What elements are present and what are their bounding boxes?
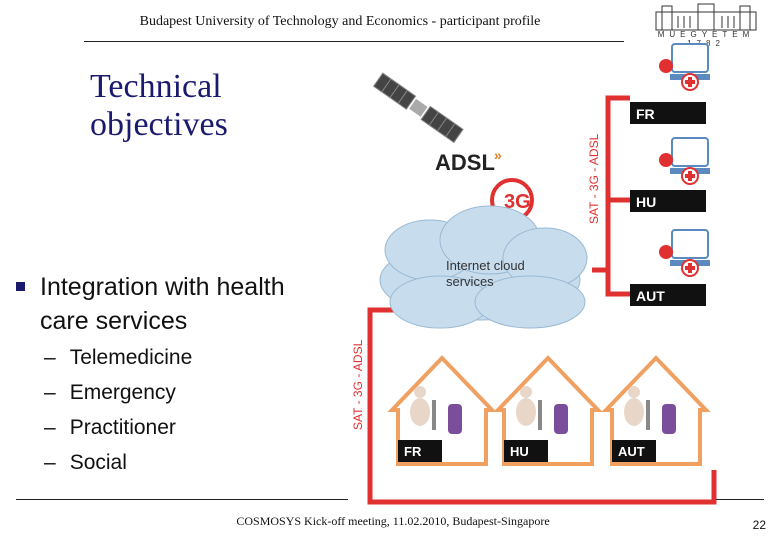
house-label-fr: FR	[404, 444, 422, 459]
sub-bullet-item: Emergency	[44, 375, 192, 410]
hospital-terminal	[659, 43, 710, 91]
house-label-hu: HU	[510, 444, 529, 459]
home-house-fr: FR	[387, 355, 497, 466]
country-label-bg	[630, 284, 706, 306]
sub-bullet-list: Telemedicine Emergency Practitioner Soci…	[44, 340, 193, 480]
home-house-hu: HU	[493, 355, 603, 466]
sub-bullet-item: Social	[44, 445, 192, 480]
hospital-terminal	[659, 137, 710, 185]
header-title: Budapest University of Technology and Ec…	[139, 14, 541, 29]
country-label-bg	[630, 190, 706, 212]
satellite-icon	[372, 72, 464, 144]
sub-bullet-item: Practitioner	[44, 410, 192, 445]
sub-bullet-item: Telemedicine	[44, 340, 193, 375]
country-label-bg	[630, 102, 706, 124]
adsl-arcs-icon: »	[494, 147, 502, 163]
footer-divider-right	[716, 499, 764, 500]
bullet-square-icon	[16, 282, 25, 291]
bullet-main: Integration with health care services	[40, 270, 300, 338]
hospital-label-aut: AUT	[636, 288, 665, 304]
bullet-main-text: Integration with health care services	[40, 273, 285, 335]
footer-text: COSMOSYS Kick-off meeting, 11.02.2010, B…	[236, 514, 550, 528]
home-house-aut: AUT	[601, 355, 711, 466]
cloud-label-line2: services	[446, 274, 494, 289]
slide-title: Technical objectives	[90, 68, 228, 144]
slide-title-line2: objectives	[90, 106, 228, 143]
internet-cloud	[379, 205, 588, 329]
page-number: 22	[752, 518, 766, 532]
cloud-label-line1: Internet cloud	[446, 258, 525, 273]
link-label-right: SAT - 3G - ADSL	[587, 133, 601, 224]
three-g-label: 3G	[504, 191, 531, 213]
adsl-logo: ADSL	[435, 150, 495, 175]
hospital-terminal	[659, 229, 710, 277]
footer-divider-left	[16, 499, 348, 500]
house-label-aut: AUT	[618, 444, 645, 459]
network-diagram: ADSL » 3G Internet cloud services SAT - …	[351, 43, 717, 505]
slide-title-line1: Technical	[90, 68, 222, 105]
link-label-left: SAT - 3G - ADSL	[351, 339, 365, 430]
hospital-label-fr: FR	[636, 106, 655, 122]
hospital-label-hu: HU	[636, 194, 656, 210]
footer: COSMOSYS Kick-off meeting, 11.02.2010, B…	[0, 514, 780, 529]
header-divider	[84, 41, 624, 42]
university-logo	[655, 3, 757, 31]
